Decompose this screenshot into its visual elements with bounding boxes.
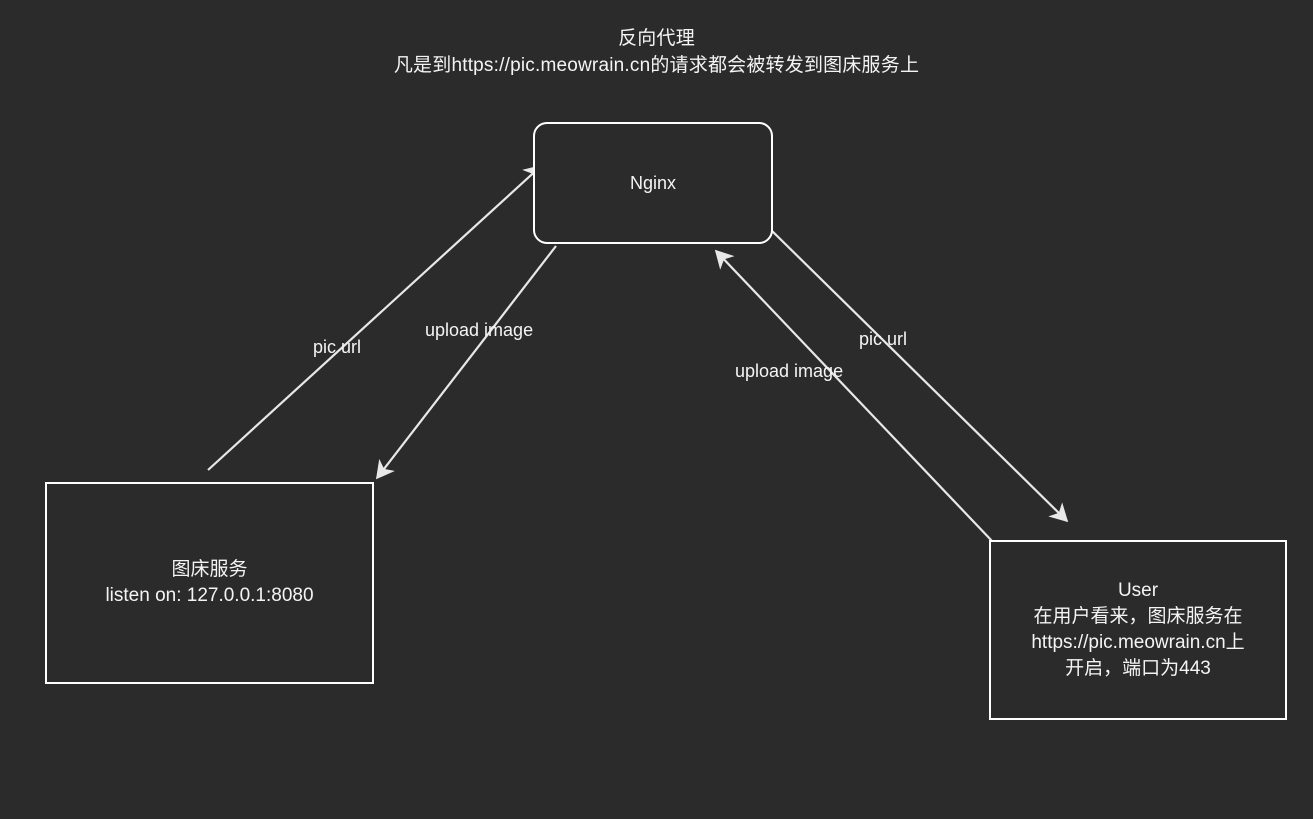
node-image-service[interactable]: 图床服务 listen on: 127.0.0.1:8080 <box>45 482 374 684</box>
node-user-desc-line-2: https://pic.meowrain.cn上 <box>1031 632 1245 653</box>
edge-user-to-nginx <box>714 249 993 542</box>
node-image-service-title: 图床服务 <box>171 558 248 580</box>
node-nginx[interactable]: Nginx <box>533 122 773 244</box>
diagram-title: 反向代理 凡是到https://pic.meowrain.cn的请求都会被转发到… <box>0 26 1313 80</box>
node-user[interactable]: User 在用户看来，图床服务在 https://pic.meowrain.cn… <box>989 540 1287 720</box>
edge-label-nginx-to-user: pic url <box>859 329 908 349</box>
node-user-desc-line-3: 开启，端口为443 <box>1065 658 1211 680</box>
node-user-desc-line-1: 在用户看来，图床服务在 <box>1033 605 1243 627</box>
edge-label-nginx-to-image-service: upload image <box>425 320 534 340</box>
edge-label-image-service-to-nginx: pic url <box>313 337 362 357</box>
diagram-title-line-2: 凡是到https://pic.meowrain.cn的请求都会被转发到图床服务上 <box>393 54 920 76</box>
edge-nginx-to-user <box>767 226 1069 523</box>
diagram-title-line-1: 反向代理 <box>618 28 695 49</box>
edge-image-service-to-nginx <box>207 164 543 471</box>
node-nginx-label: Nginx <box>629 172 677 193</box>
node-image-service-listen: listen on: 127.0.0.1:8080 <box>105 585 314 606</box>
edge-nginx-to-image-service <box>375 245 557 480</box>
node-user-title: User <box>1117 579 1159 601</box>
edge-label-user-to-nginx: upload image <box>735 361 844 381</box>
